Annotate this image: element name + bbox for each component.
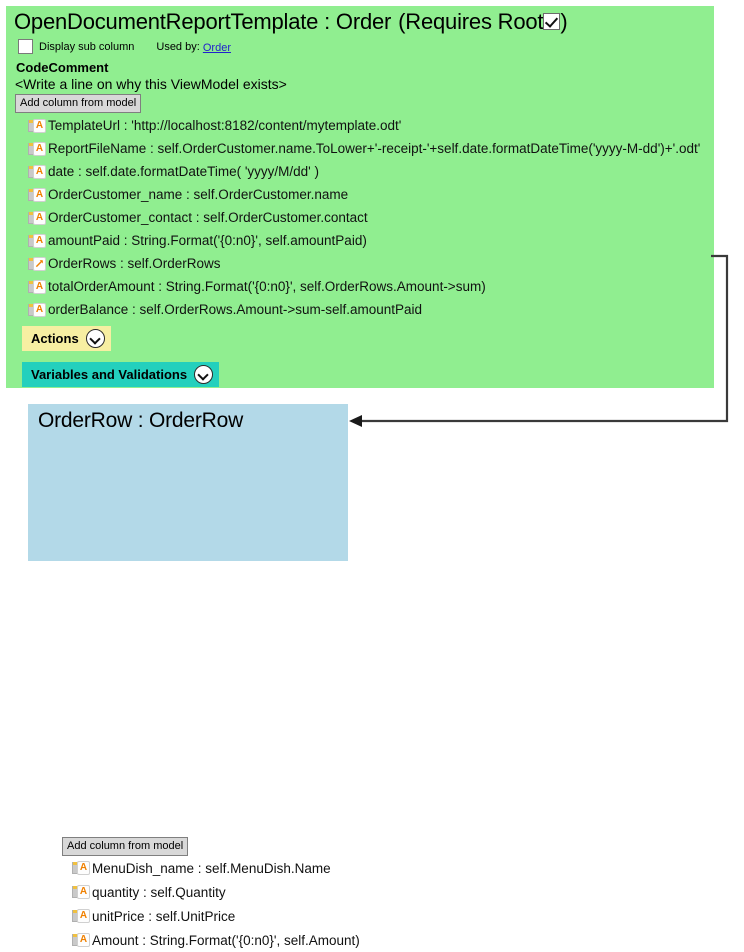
column-row-menudish-name[interactable]: A MenuDish_name : self.MenuDish.Name [72,856,360,880]
column-row-templateurl[interactable]: A TemplateUrl : 'http://localhost:8182/c… [28,114,700,137]
add-column-from-model-button-viewmodel[interactable]: Add column from model [15,94,142,113]
code-comment-label: CodeComment [16,60,109,75]
variables-and-validations-section-chip[interactable]: Variables and Validations [22,362,220,387]
text-column-icon: A [72,861,90,875]
column-row-reportfilename[interactable]: A ReportFileName : self.OrderCustomer.na… [28,137,700,160]
chevron-down-icon[interactable] [85,329,105,348]
requires-root-checkbox[interactable] [543,13,561,30]
reference-column-icon [28,256,46,271]
text-column-icon: A [28,279,46,294]
column-text: ReportFileName : self.OrderCustomer.name… [48,141,701,156]
text-column-icon: A [28,118,46,133]
column-text: OrderCustomer_contact : self.OrderCustom… [48,210,368,225]
display-sub-column-label: Display sub column [39,41,135,53]
subviewmodel-title: OrderRow : OrderRow [38,409,244,432]
viewmodel-title: OpenDocumentReportTemplate : Order(Requi… [6,6,714,35]
variables-and-validations-label: Variables and Validations [31,367,188,382]
column-row-amount[interactable]: A Amount : String.Format('{0:n0}', self.… [72,928,360,952]
column-text: totalOrderAmount : String.Format('{0:n0}… [48,279,486,294]
column-row-date[interactable]: A date : self.date.formatDateTime( 'yyyy… [28,160,700,183]
used-by-link-order[interactable]: Order [202,42,231,54]
column-row-amountpaid[interactable]: A amountPaid : String.Format('{0:n0}', s… [28,229,700,252]
text-column-icon: A [72,885,90,899]
column-row-quantity[interactable]: A quantity : self.Quantity [72,880,360,904]
column-text: OrderCustomer_name : self.OrderCustomer.… [48,187,349,202]
chevron-down-icon[interactable] [194,365,214,384]
display-sub-column-row: Display sub column Used by: Order [18,39,231,55]
viewmodel-column-list: A TemplateUrl : 'http://localhost:8182/c… [28,114,700,321]
actions-section-chip[interactable]: Actions [22,326,111,351]
actions-label: Actions [31,331,79,346]
used-by-label: Used by: [156,41,200,53]
text-column-icon: A [72,933,90,947]
text-column-icon: A [28,164,46,179]
requires-root-label: (Requires Root [398,9,544,34]
column-row-orderrows[interactable]: OrderRows : self.OrderRows [28,252,700,275]
column-row-totalorderamount[interactable]: A totalOrderAmount : String.Format('{0:n… [28,275,700,298]
column-text: Amount : String.Format('{0:n0}', self.Am… [92,932,360,948]
column-text: quantity : self.Quantity [92,884,226,900]
subviewmodel-card-orderrow[interactable]: OrderRow : OrderRow Add column from mode… [28,404,360,948]
text-column-icon: A [72,909,90,923]
column-text: amountPaid : String.Format('{0:n0}', sel… [48,233,367,248]
column-row-ordercustomer-name[interactable]: A OrderCustomer_name : self.OrderCustome… [28,183,700,206]
text-column-icon: A [28,141,46,156]
column-row-unitprice[interactable]: A unitPrice : self.UnitPrice [72,904,360,928]
text-column-icon: A [28,210,46,225]
text-column-icon: A [28,302,46,317]
code-comment-text[interactable]: <Write a line on why this ViewModel exis… [15,76,287,92]
column-text: date : self.date.formatDateTime( 'yyyy/M… [48,164,319,179]
column-text: TemplateUrl : 'http://localhost:8182/con… [48,118,402,133]
column-text: MenuDish_name : self.MenuDish.Name [92,860,331,876]
requires-root-close-paren: ) [560,9,568,34]
column-text: orderBalance : self.OrderRows.Amount->su… [48,302,423,317]
text-column-icon: A [28,233,46,248]
display-sub-column-checkbox[interactable] [18,39,33,54]
viewmodel-title-text: OpenDocumentReportTemplate : Order [14,9,392,34]
viewmodel-card-opendocumentreporttemplate[interactable]: OpenDocumentReportTemplate : Order(Requi… [6,6,714,388]
add-column-from-model-button-subviewmodel[interactable]: Add column from model [62,837,189,856]
column-text: unitPrice : self.UnitPrice [92,908,236,924]
text-column-icon: A [28,187,46,202]
column-text: OrderRows : self.OrderRows [48,256,221,271]
column-row-ordercustomer-contact[interactable]: A OrderCustomer_contact : self.OrderCust… [28,206,700,229]
column-row-orderbalance[interactable]: A orderBalance : self.OrderRows.Amount->… [28,298,700,321]
subviewmodel-column-list: A MenuDish_name : self.MenuDish.Name A q… [72,856,360,952]
